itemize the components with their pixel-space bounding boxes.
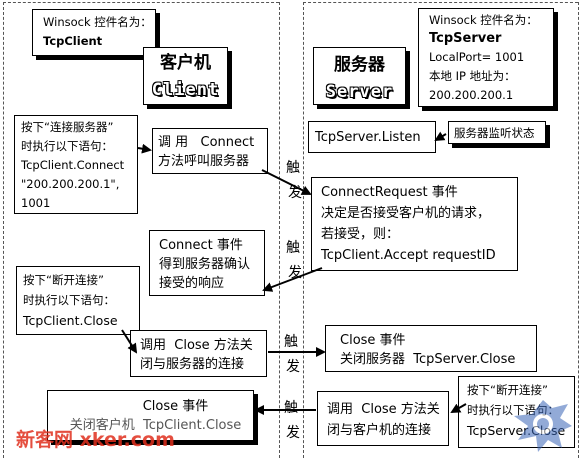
trigger-label-2-char1: 触 [286,240,300,256]
client-control-note-line1: Winsock 控件名为： [43,15,152,29]
client-column-left-border [3,2,4,458]
client-close-event-box: Close 事件 关闭客户机 TcpClient.Close [47,390,254,441]
connect-note-line5: 1001 [21,196,51,210]
server-listen-box: TcpServer.Listen [308,121,436,153]
server-title-cn: 服务器 [334,55,385,75]
trigger-label-4: 触 发 [284,400,300,441]
connect-request-box: ConnectRequest 事件 决定是否接受客户机的请求， 若接受，则： T… [311,177,518,271]
arrow-server-note-to-close-call [450,403,467,413]
server-close-call-box: 调用 Close 方法关 闭与客户机的连接 [317,391,449,446]
server-control-note-line3: LocalPort= 1001 [429,50,525,64]
server-close-call-line2: 闭与客户机的连接 [327,423,432,438]
server-column-top-border [303,2,578,3]
connect-event-box: Connect 事件 得到服务器确认 接受的响应 [149,230,265,296]
client-close-event-line1: Close 事件 [142,399,209,414]
trigger-label-3-char1: 触 [284,334,298,350]
connect-call-box: 调 用 Connect 方法呼叫服务器 [152,128,268,174]
client-close-call-box: 调用 Close 方法关 闭与服务器的连接 [130,330,267,377]
trigger-label-1-char1: 触 [286,160,300,176]
trigger-label-3-char2: 发 [286,359,300,375]
connect-call-line1: 调 用 Connect [158,135,255,150]
client-column-right-border [279,2,280,458]
connect-event-line1: Connect 事件 [159,238,243,253]
client-title-banner: 客户机 Client [143,47,228,105]
server-control-note: Winsock 控件名为： TcpServer LocalPort= 1001 … [418,8,554,107]
connect-request-line2: 决定是否接受客户机的请求， [321,206,491,221]
connect-note-line2: 时执行以下语句： [21,139,113,153]
arrow-request-to-connect-event [262,267,323,292]
arrow-listen-to-state [434,131,447,142]
disconnect-note-line3: TcpClient.Close [23,313,118,328]
server-title-banner: 服务器 Server [313,47,406,105]
connect-request-line3: 若接受，则： [321,227,400,242]
server-listen-code: TcpServer.Listen [315,130,421,145]
server-listen-state-label: 服务器监听状态 [448,121,546,144]
server-control-note-line1: Winsock 控件名为： [429,13,538,27]
server-column-left-border [303,2,304,458]
connect-request-line4: TcpClient.Accept requestID [321,248,496,263]
client-title-en: Client [151,80,220,100]
server-control-note-line2: TcpServer [429,31,502,46]
server-close-event-line2: 关闭服务器 TcpServer.Close [340,352,516,367]
disconnect-note-line1: 按下“断开连接” [23,273,104,287]
server-close-call-line1: 调用 Close 方法关 [327,402,440,417]
connect-event-line3: 接受的响应 [159,276,225,291]
trigger-label-4-char2: 发 [286,425,300,441]
client-column-top-border [3,2,279,3]
watermark-logo-icon [514,400,572,452]
connect-note-line3: TcpClient.Connect [21,158,125,172]
client-close-event-line2: 关闭客户机 TcpClient.Close [69,418,242,433]
client-close-call-line1: 调用 Close 方法关 [140,338,253,353]
server-close-event-box: Close 事件 关闭服务器 TcpServer.Close [325,325,537,372]
server-column-right-border [578,2,579,458]
client-control-note-line2: TcpClient [43,34,103,48]
client-control-note: Winsock 控件名为： TcpClient [32,9,156,56]
trigger-label-3: 触 发 [284,334,300,375]
server-listen-state-text: 服务器监听状态 [454,126,535,140]
client-close-call-line2: 闭与服务器的连接 [140,357,245,372]
disconnect-note: 按下“断开连接” 时执行以下语句： TcpClient.Close [16,266,140,335]
arrow-connect-call-to-request [261,169,312,195]
server-close-event-line1: Close 事件 [340,333,406,348]
trigger-label-4-char1: 触 [284,400,298,416]
server-control-note-line4: 本地 IP 地址为： [429,69,516,83]
client-title-cn: 客户机 [160,53,211,73]
disconnect-note-line2: 时执行以下语句： [23,293,115,307]
connect-note-line4: "200.200.200.1", [21,177,120,191]
connect-call-line2: 方法呼叫服务器 [158,154,250,169]
server-disconnect-note-line1: 按下“断开连接” [467,383,548,397]
connect-note-line1: 按下“连接服务器” [21,120,114,134]
server-control-note-line5: 200.200.200.1 [429,88,514,102]
connect-request-line1: ConnectRequest 事件 [321,185,458,200]
arrow-disconnect-note-to-close-call [121,329,138,354]
connect-note: 按下“连接服务器” 时执行以下语句： TcpClient.Connect "20… [14,115,138,214]
connect-event-line2: 得到服务器确认 [159,257,251,272]
server-title-en: Server [325,82,394,102]
watermark-text: 新客网 xker.com [16,429,175,451]
arrow-note-to-connect-call [137,143,152,154]
